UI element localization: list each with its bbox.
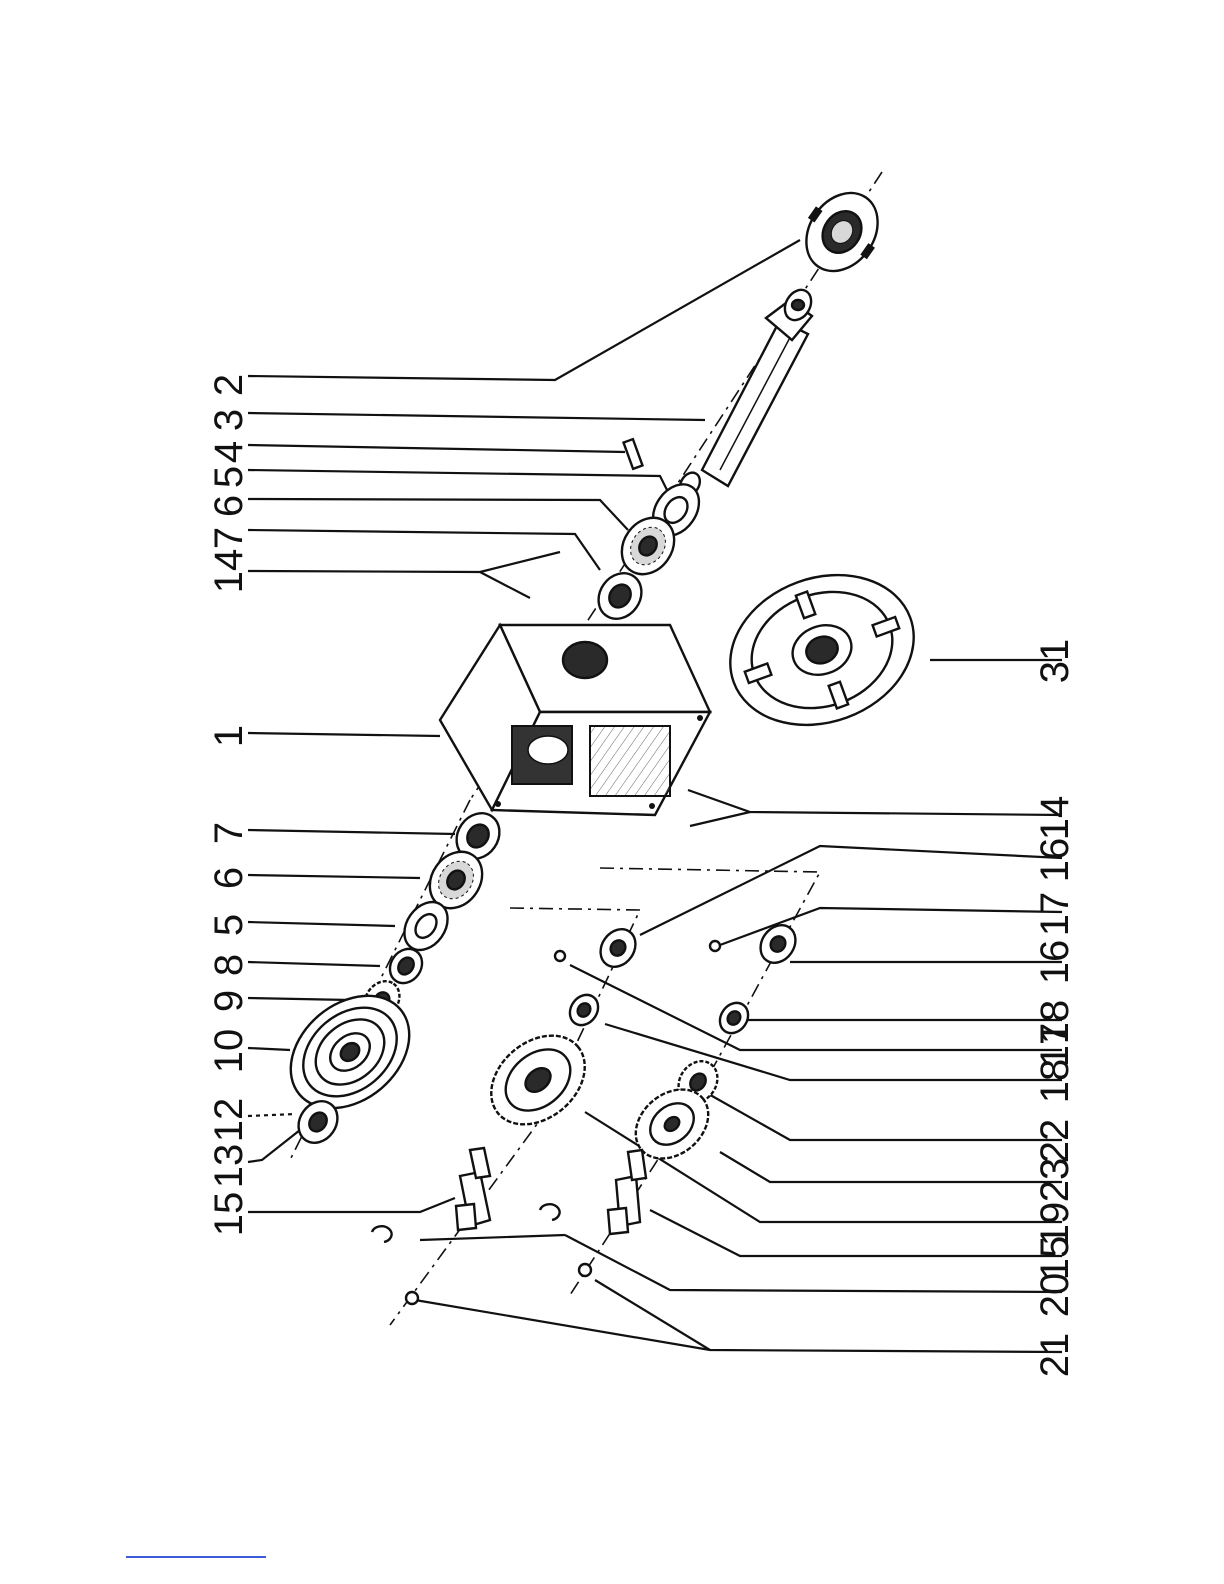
label-5b: 5 bbox=[207, 914, 251, 936]
stud-shaft-b-icon bbox=[608, 1150, 646, 1234]
circlip-b-icon bbox=[540, 1204, 560, 1220]
label-1: 1 bbox=[207, 725, 251, 747]
label-13: 13 bbox=[207, 1144, 251, 1189]
label-6b: 6 bbox=[207, 867, 251, 889]
labels-left-column: 2 3 4 5 6 7 14 1 7 6 5 8 9 10 12 13 15 bbox=[207, 374, 251, 1236]
label-2: 2 bbox=[207, 374, 251, 396]
label-23: 23 bbox=[1033, 1158, 1077, 1203]
faceplate-icon bbox=[709, 550, 935, 750]
label-3: 3 bbox=[207, 409, 251, 431]
pulley-icon bbox=[269, 973, 432, 1131]
gear-large-icon bbox=[474, 1017, 603, 1142]
label-7: 7 bbox=[207, 527, 251, 549]
label-7b: 7 bbox=[207, 822, 251, 844]
key-icon bbox=[624, 439, 643, 469]
bushing-small-icon bbox=[564, 989, 604, 1030]
gearbox-housing-icon bbox=[440, 625, 710, 815]
label-12: 12 bbox=[207, 1098, 251, 1143]
label-14b: 14 bbox=[1033, 796, 1077, 841]
label-4: 4 bbox=[207, 441, 251, 463]
screw-icon bbox=[406, 1292, 418, 1304]
label-20: 20 bbox=[1033, 1273, 1077, 1318]
labels-right-column: 31 14 16 17 16 18 17 18 22 23 19 15 20 2… bbox=[1033, 639, 1077, 1378]
footer-link-underline[interactable] bbox=[126, 1556, 266, 1558]
label-21: 21 bbox=[1033, 1333, 1077, 1378]
label-9: 9 bbox=[207, 990, 251, 1012]
label-14: 14 bbox=[207, 549, 251, 594]
label-8: 8 bbox=[207, 954, 251, 976]
set-screw-icon bbox=[555, 951, 565, 961]
screw-b-icon bbox=[579, 1264, 591, 1276]
spindle-shaft-icon bbox=[676, 285, 816, 499]
set-screw-b-icon bbox=[710, 941, 720, 951]
label-10: 10 bbox=[207, 1029, 251, 1074]
ring-nut-icon bbox=[788, 177, 895, 287]
label-6: 6 bbox=[207, 495, 251, 517]
stud-shaft-icon bbox=[456, 1148, 490, 1230]
collar-icon bbox=[593, 922, 642, 973]
label-17: 17 bbox=[1033, 892, 1077, 937]
circlip-icon bbox=[372, 1226, 392, 1242]
label-5: 5 bbox=[207, 466, 251, 488]
label-15: 15 bbox=[207, 1192, 251, 1237]
label-16: 16 bbox=[1033, 838, 1077, 883]
